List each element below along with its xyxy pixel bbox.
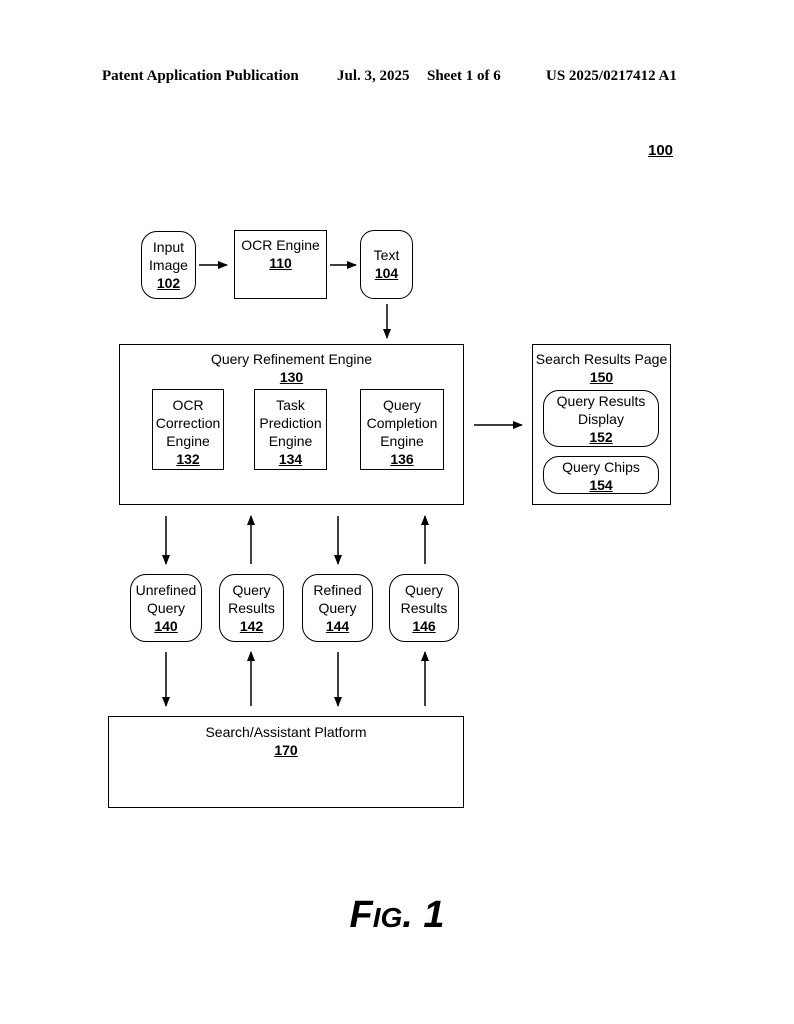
ocr-engine-label: OCR Engine xyxy=(241,237,320,253)
qre-label: Query Refinement Engine xyxy=(210,351,373,367)
query-chips-ref: 154 xyxy=(589,477,613,493)
text-label: Text xyxy=(373,247,400,263)
refined-query-label: Refined Query xyxy=(313,582,362,616)
header-patent-number: US 2025/0217412 A1 xyxy=(546,68,677,84)
figure-prefix-small: IG xyxy=(372,902,403,933)
query-results-142-ref: 142 xyxy=(239,618,264,634)
node-unrefined-query: Unrefined Query 140 xyxy=(130,574,202,642)
input-image-ref: 102 xyxy=(156,275,181,291)
figure-prefix-big: F xyxy=(349,894,373,936)
task-prediction-label: Task Prediction Engine xyxy=(259,397,322,449)
unrefined-query-ref: 140 xyxy=(154,618,178,634)
header-publication: Patent Application Publication xyxy=(102,68,299,84)
query-completion-ref: 136 xyxy=(390,451,414,467)
header-sheet: Sheet 1 of 6 xyxy=(427,68,501,84)
node-refined-query: Refined Query 144 xyxy=(302,574,373,642)
node-ocr-engine: OCR Engine 110 xyxy=(234,230,327,299)
platform-ref: 170 xyxy=(274,742,298,758)
node-search-assistant-platform: Search/Assistant Platform 170 xyxy=(108,716,464,808)
query-results-146-label: Query Results xyxy=(400,582,448,616)
qre-ref: 130 xyxy=(279,369,304,385)
text-ref: 104 xyxy=(374,265,399,281)
srp-label: Search Results Page xyxy=(535,351,668,367)
node-query-completion-engine: Query Completion Engine 136 xyxy=(360,389,444,470)
node-query-results-146: Query Results 146 xyxy=(389,574,459,642)
ocr-correction-ref: 132 xyxy=(176,451,200,467)
query-completion-label: Query Completion Engine xyxy=(366,397,438,449)
unrefined-query-label: Unrefined Query xyxy=(135,582,197,616)
node-task-prediction-engine: Task Prediction Engine 134 xyxy=(254,389,327,470)
node-query-chips: Query Chips 154 xyxy=(543,456,659,494)
system-reference: 100 xyxy=(648,142,674,159)
header-date: Jul. 3, 2025 xyxy=(337,68,410,84)
node-query-results-display: Query Results Display 152 xyxy=(543,390,659,447)
figure-number: . 1 xyxy=(402,894,445,936)
task-prediction-ref: 134 xyxy=(278,451,303,467)
query-chips-label: Query Chips xyxy=(562,459,640,475)
query-results-146-ref: 146 xyxy=(412,618,436,634)
srp-ref: 150 xyxy=(589,369,614,385)
node-query-results-142: Query Results 142 xyxy=(219,574,284,642)
qrd-label: Query Results Display xyxy=(556,393,646,427)
qrd-ref: 152 xyxy=(589,429,613,445)
ocr-correction-label: OCR Correction Engine xyxy=(155,397,221,449)
platform-label: Search/Assistant Platform xyxy=(205,724,367,740)
node-ocr-correction-engine: OCR Correction Engine 132 xyxy=(152,389,224,470)
ocr-engine-ref: 110 xyxy=(269,255,292,271)
node-input-image: Input Image 102 xyxy=(141,231,196,299)
input-image-label: Input Image xyxy=(149,239,188,273)
query-results-142-label: Query Results xyxy=(228,582,275,616)
refined-query-ref: 144 xyxy=(325,618,350,634)
node-text: Text 104 xyxy=(360,230,413,299)
figure-caption: FIG. 1 xyxy=(0,894,794,937)
